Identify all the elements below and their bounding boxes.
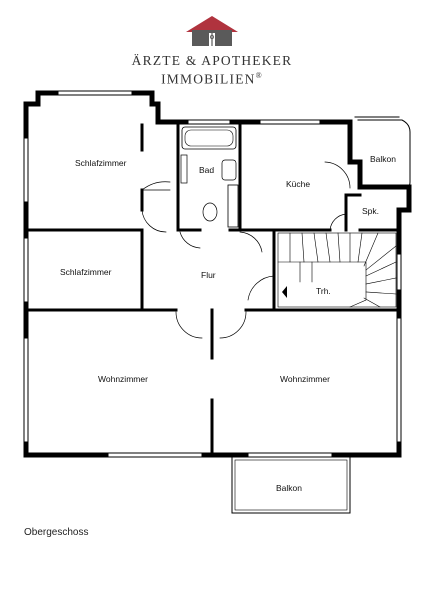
bathtub bbox=[181, 126, 237, 150]
logo-line1: ÄRZTE & APOTHEKER bbox=[131, 53, 293, 68]
washbasin bbox=[221, 159, 237, 181]
staircase bbox=[277, 232, 397, 308]
logo-line2: IMMOBILIEN® bbox=[161, 71, 263, 87]
outer-wall bbox=[35, 90, 412, 458]
label-schlafzimmer-1: Schlafzimmer bbox=[75, 158, 127, 168]
label-wohnzimmer-2: Wohnzimmer bbox=[280, 374, 330, 384]
registered-mark: ® bbox=[255, 71, 263, 80]
kitchen-counter bbox=[227, 184, 239, 228]
label-balkon-sued: Balkon bbox=[276, 483, 302, 493]
stair-arrow-icon bbox=[282, 286, 287, 298]
label-speisekammer: Spk. bbox=[362, 206, 379, 216]
floor-caption: Obergeschoss bbox=[24, 527, 89, 538]
balcony-south bbox=[231, 456, 351, 514]
label-kueche: Küche bbox=[286, 179, 310, 189]
label-treppenhaus: Trh. bbox=[316, 286, 331, 296]
outer-wall-west bbox=[23, 90, 98, 458]
label-balkon-ost: Balkon bbox=[370, 154, 396, 164]
balcony-east bbox=[357, 119, 411, 189]
label-wohnzimmer-1: Wohnzimmer bbox=[98, 374, 148, 384]
toilet bbox=[202, 202, 218, 222]
label-schlafzimmer-2: Schlafzimmer bbox=[60, 267, 112, 277]
label-bad: Bad bbox=[199, 165, 214, 175]
label-flur: Flur bbox=[201, 270, 216, 280]
logo: ÄRZTE & APOTHEKER IMMOBILIEN® bbox=[0, 14, 424, 87]
house-logo-icon bbox=[186, 16, 238, 46]
